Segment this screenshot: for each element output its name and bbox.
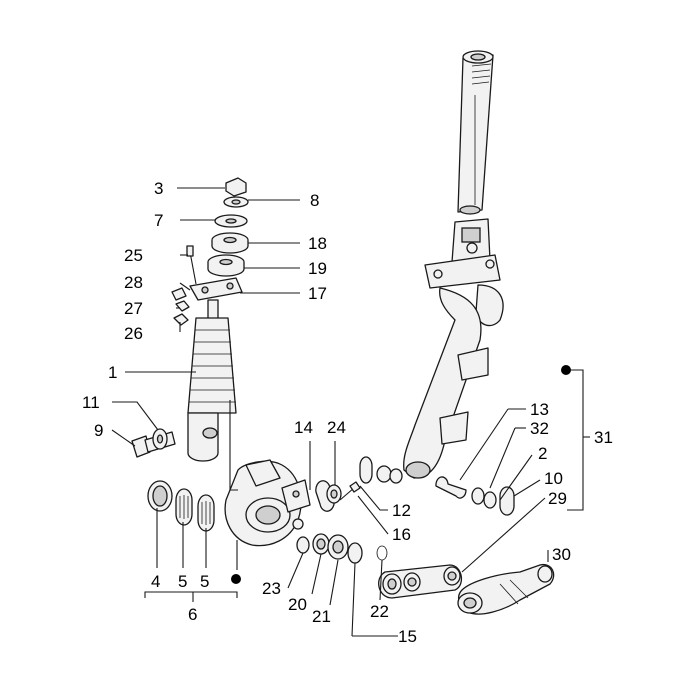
- callout-18: 18: [308, 234, 327, 253]
- callout-26: 26: [124, 324, 143, 343]
- callout-27: 27: [124, 299, 143, 318]
- callout-8: 8: [310, 191, 319, 210]
- hub-support: [224, 459, 311, 547]
- callout-7: 7: [154, 211, 163, 230]
- hub-seal-and-bearings: [147, 480, 215, 532]
- pin-bushing-14: [315, 480, 342, 512]
- shock-lower-bolt: [131, 428, 176, 458]
- callout-32: 32: [530, 419, 549, 438]
- rocker-arm: [378, 564, 463, 599]
- callout-1: 1: [108, 363, 117, 382]
- callout-5-second: 5: [200, 572, 209, 591]
- fork-head: [424, 218, 504, 327]
- reference-dot-31: [561, 365, 571, 375]
- callout-15: 15: [398, 627, 417, 646]
- callout-20: 20: [288, 595, 307, 614]
- callout-2: 2: [538, 444, 547, 463]
- pivot-parts-right: [359, 456, 515, 516]
- callout-28: 28: [124, 273, 143, 292]
- link-arm-30: [457, 563, 555, 615]
- washers-row: [296, 533, 388, 564]
- callout-29: 29: [548, 489, 567, 508]
- reference-dot-6: [231, 574, 241, 584]
- callout-22: 22: [370, 602, 389, 621]
- bolt-12: [339, 481, 361, 501]
- callout-11: 11: [82, 393, 100, 412]
- callout-30: 30: [552, 545, 571, 564]
- callout-16: 16: [392, 525, 411, 544]
- callout-24: 24: [327, 418, 346, 437]
- callout-25: 25: [124, 246, 143, 265]
- callout-3: 3: [154, 179, 163, 198]
- leader-lines: [111, 187, 590, 637]
- callout-5-first: 5: [178, 572, 187, 591]
- callout-labels: 3 8 7 18 25 19 28 17 27 26 1 11 9 14 24 …: [82, 179, 613, 646]
- callout-19: 19: [308, 259, 327, 278]
- callout-10: 10: [544, 469, 563, 488]
- callout-23: 23: [262, 579, 281, 598]
- shock-top-hardware: [171, 177, 249, 326]
- shock-absorber: [187, 299, 237, 462]
- callout-12: 12: [392, 501, 411, 520]
- fork-leg: [403, 287, 489, 479]
- callout-17: 17: [308, 284, 327, 303]
- callout-13: 13: [530, 400, 549, 419]
- steering-tube: [457, 50, 494, 215]
- callout-6: 6: [188, 605, 197, 624]
- callout-21: 21: [312, 607, 331, 626]
- callout-31: 31: [594, 428, 613, 447]
- callout-14: 14: [294, 418, 313, 437]
- callout-4: 4: [151, 572, 160, 591]
- callout-9: 9: [94, 421, 103, 440]
